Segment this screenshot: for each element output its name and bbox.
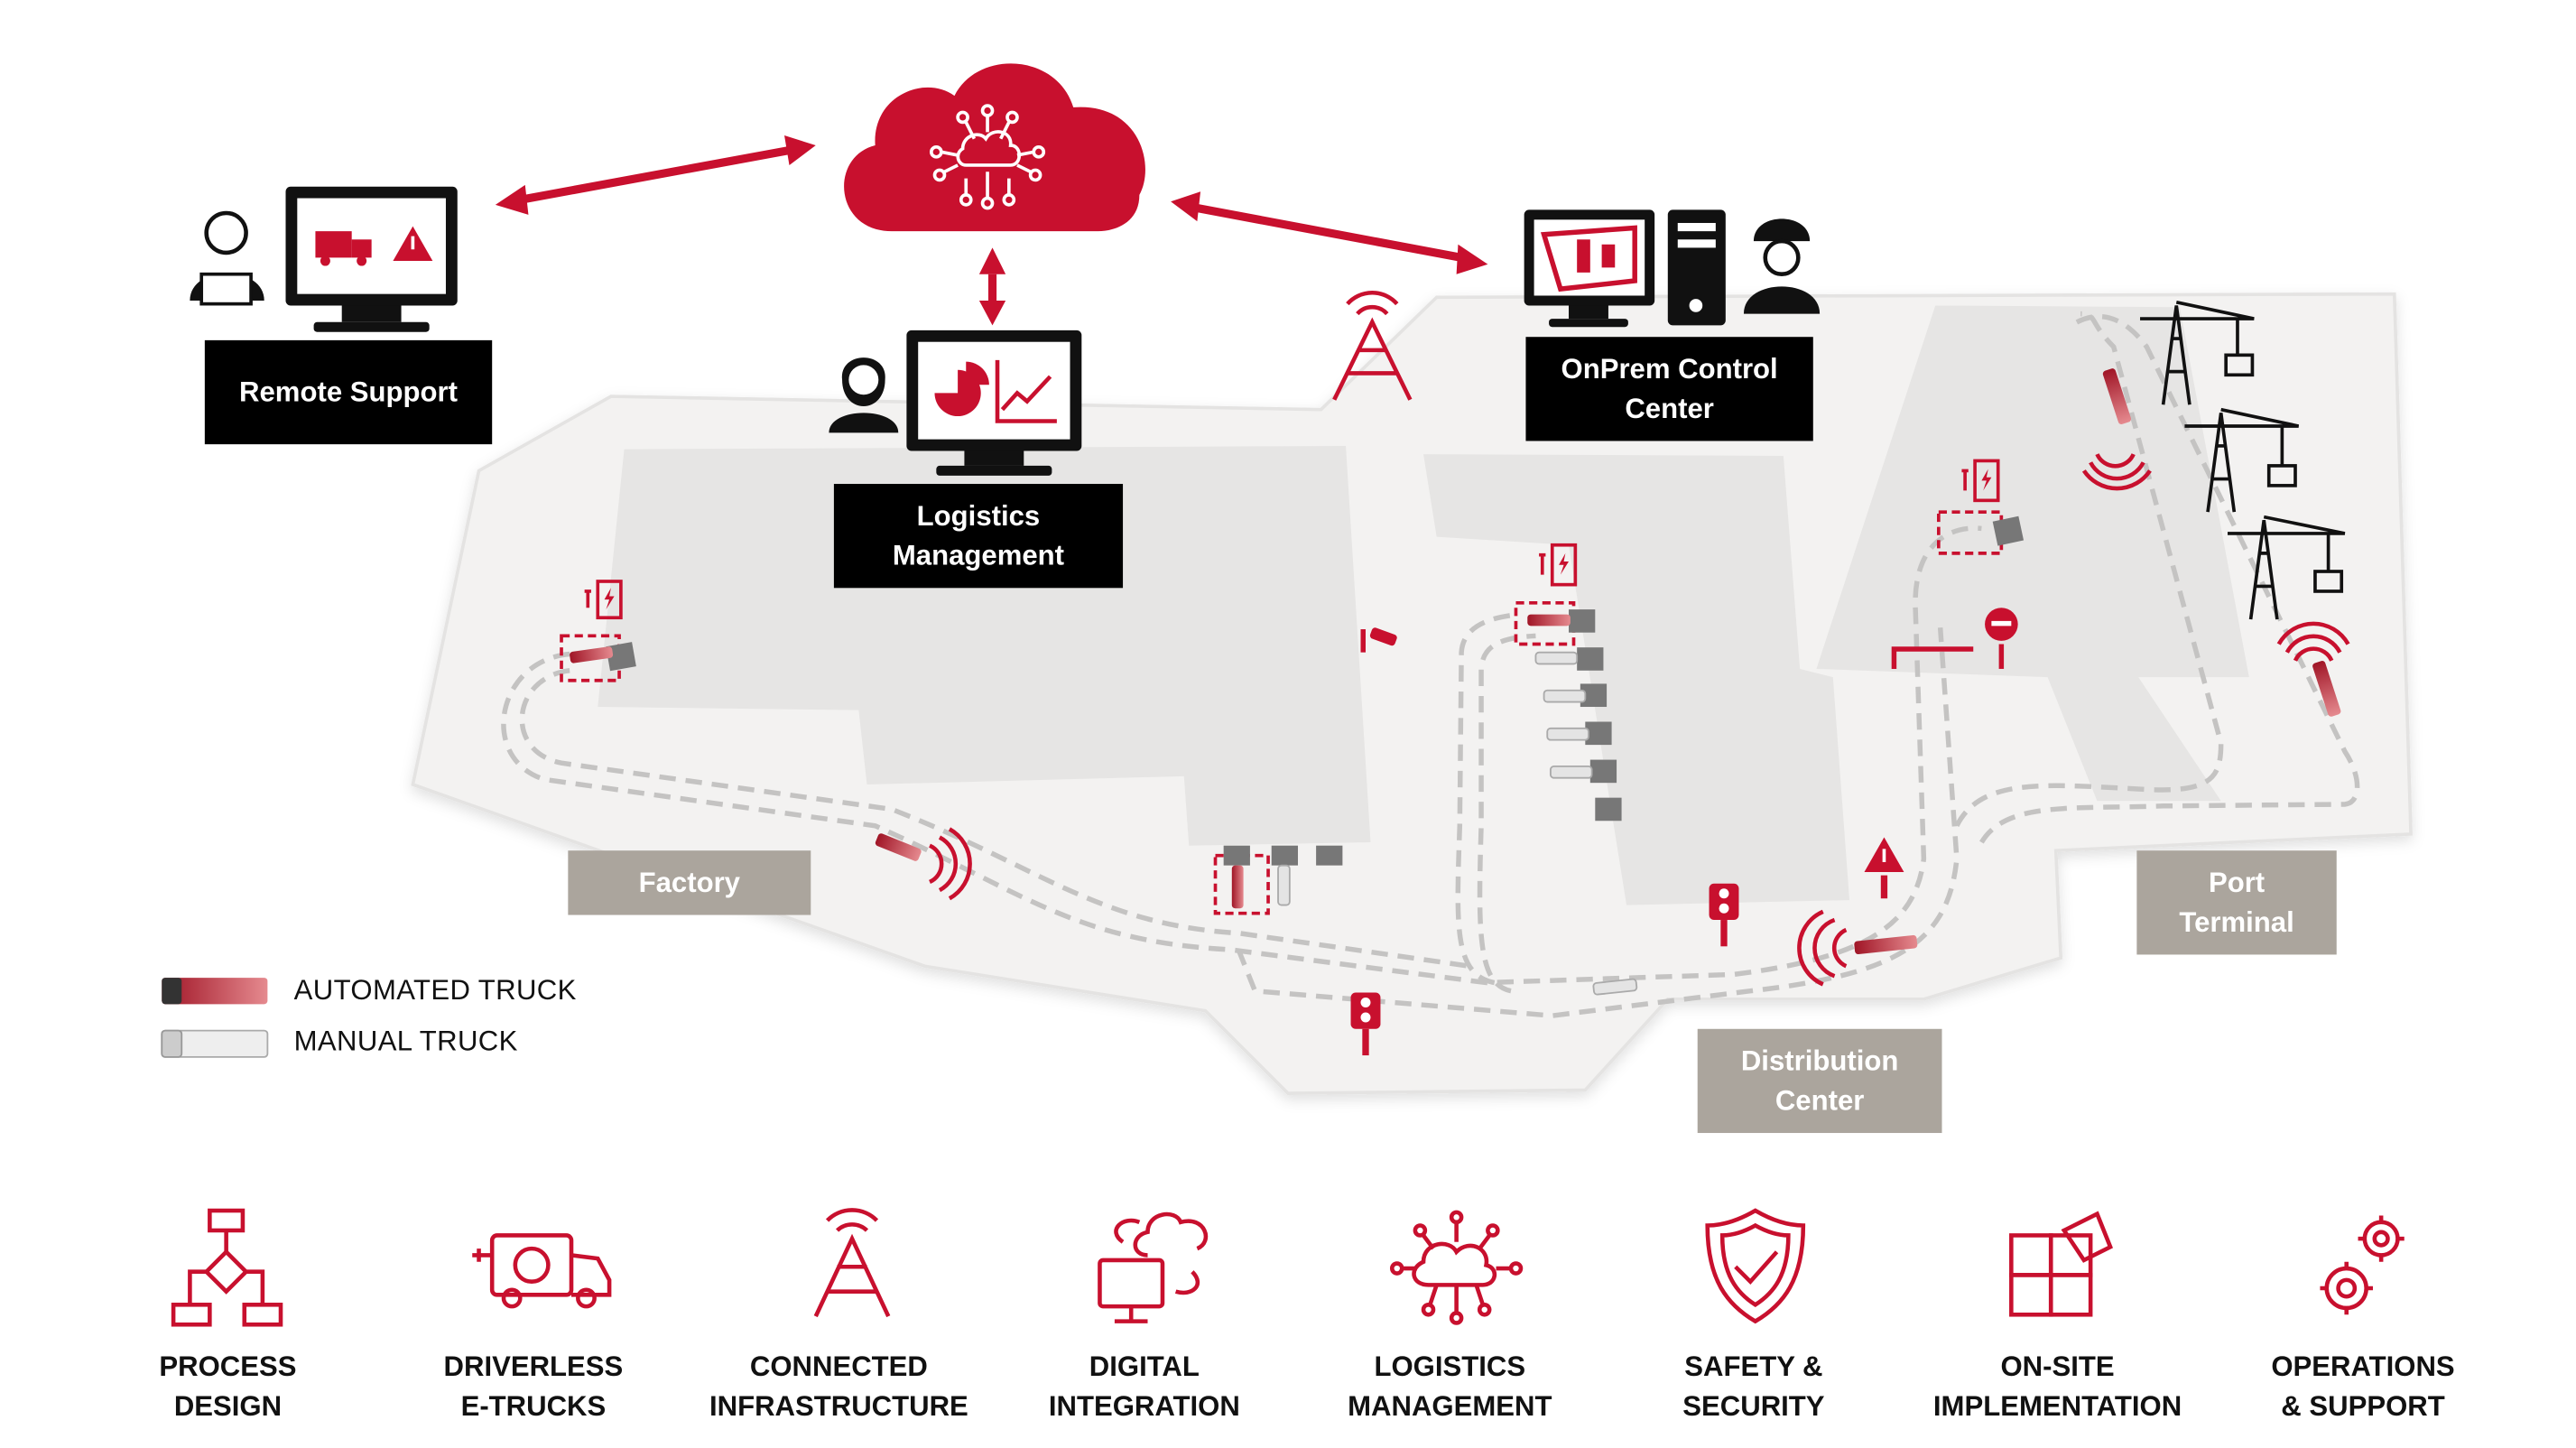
capability-driverless-etrucks: DRIVERLESS E-TRUCKS [443,1351,624,1423]
legend-automated-truck-icon [162,978,268,1005]
logistics-monitor-icon [906,330,1082,476]
digital-integration-icon [1098,1211,1209,1323]
capability-connected-infrastructure: CONNECTED INFRASTRUCTURE [709,1351,968,1423]
cloud-icon [844,63,1145,232]
remote-support-monitor-icon [285,186,458,332]
legend-manual-truck-label: MANUAL TRUCK [293,1026,518,1057]
capability-operations-support: OPERATIONS & SUPPORT [2271,1351,2455,1423]
capability-safety-security: SAFETY & SECURITY [1682,1351,1825,1423]
onprem-control-center-text: OnPrem Control Center [1561,352,1778,424]
remote-support-label: Remote Support [204,339,493,445]
remote-support-text: Remote Support [239,376,458,407]
control-center-monitor-icon [1524,209,1655,328]
legend-manual-truck-icon [161,1029,269,1058]
traffic-light-icons [1350,883,1739,1056]
truck-routes [501,311,2360,1018]
logistics-management-text: Logistics Management [892,499,1065,571]
capability-digital-integration: DIGITAL INTEGRATION [1048,1351,1240,1423]
driverless-etruck-icon [472,1233,612,1309]
distribution-center-label: Distribution Center [1697,1028,1942,1134]
factory-building [598,445,1371,846]
connection-arrows [495,135,1488,326]
signal-waves [928,453,2350,987]
shield-check-icon [1705,1208,1806,1324]
gears-icon [2320,1215,2405,1315]
distribution-building [1423,454,1850,905]
barrier-gate-icon [1891,608,2018,669]
ev-charger-icons [584,459,2000,620]
security-camera-icon [1360,627,1397,653]
docked-trucks [570,614,1593,909]
capability-logistics-management: LOGISTICS MANAGEMENT [1348,1351,1552,1423]
manager-person-icon [829,357,899,433]
engineer-person-icon [1743,218,1821,314]
warning-sign-icon [1864,837,1904,899]
onprem-control-center-label: OnPrem Control Center [1525,337,1813,441]
factory-text: Factory [638,866,740,898]
developer-person-icon [190,210,264,306]
puzzle-icon [2009,1211,2114,1317]
distribution-center-text: Distribution Center [1740,1044,1899,1116]
port-terminal-text: Port Terminal [2179,866,2294,938]
factory-label: Factory [568,850,811,915]
port-crane-icons [2140,301,2346,620]
logistics-management-label: Logistics Management [833,484,1124,589]
port-terminal-label: Port Terminal [2136,850,2337,955]
capability-process-design: PROCESS DESIGN [159,1351,297,1423]
network-tower-icon [1332,291,1413,401]
radio-tower-icon [813,1208,891,1318]
server-tower-icon [1667,209,1726,326]
capability-onsite-implementation: ON-SITE IMPLEMENTATION [1932,1351,2182,1423]
process-design-icon [171,1208,283,1327]
cloud-network-icon [1389,1210,1524,1325]
legend-automated-truck-label: AUTOMATED TRUCK [293,974,577,1007]
moving-trucks [875,368,2341,996]
port-building [1816,305,2249,802]
